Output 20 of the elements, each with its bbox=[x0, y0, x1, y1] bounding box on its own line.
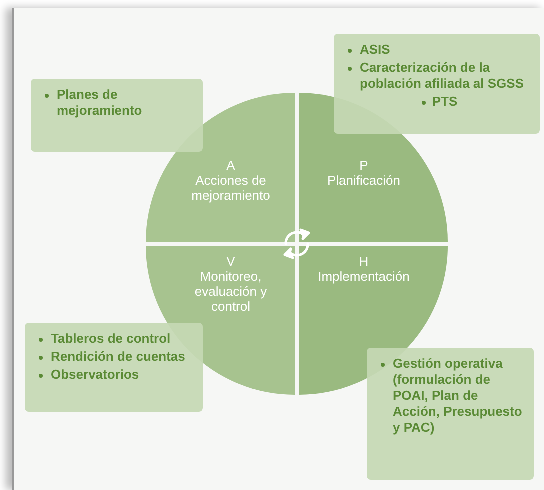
phase-letter: V bbox=[226, 254, 236, 269]
bullet-item: ASIS bbox=[346, 42, 532, 58]
bullet-item: Rendición de cuentas bbox=[37, 349, 195, 365]
phase-letter: H bbox=[358, 254, 370, 269]
bullet-item: PTS bbox=[420, 94, 458, 110]
bullet-item: Observatorios bbox=[37, 367, 195, 383]
note-box bbox=[31, 79, 203, 152]
note-box bbox=[25, 323, 203, 412]
bullet-item: Gestión operativa (formulación de POAI, Plan de Acción, Presupuesto y PAC) bbox=[379, 356, 526, 436]
phase-label: Implementación bbox=[317, 269, 411, 284]
phase-letter: A bbox=[226, 158, 236, 173]
phase-label: Planificación bbox=[326, 173, 402, 188]
bullet-item: Caracterización de la población afiliada al SGSS bbox=[346, 60, 532, 92]
phase-label: Monitoreo, evaluación y control bbox=[194, 269, 268, 314]
bullet-item: Planes de mejoramiento bbox=[43, 87, 195, 119]
phase-letter: P bbox=[358, 158, 370, 173]
note-box bbox=[367, 348, 534, 480]
phase-label: Acciones de mejoramiento bbox=[190, 173, 272, 203]
bullet-item: Tableros de control bbox=[37, 331, 195, 347]
note-box bbox=[334, 34, 540, 134]
